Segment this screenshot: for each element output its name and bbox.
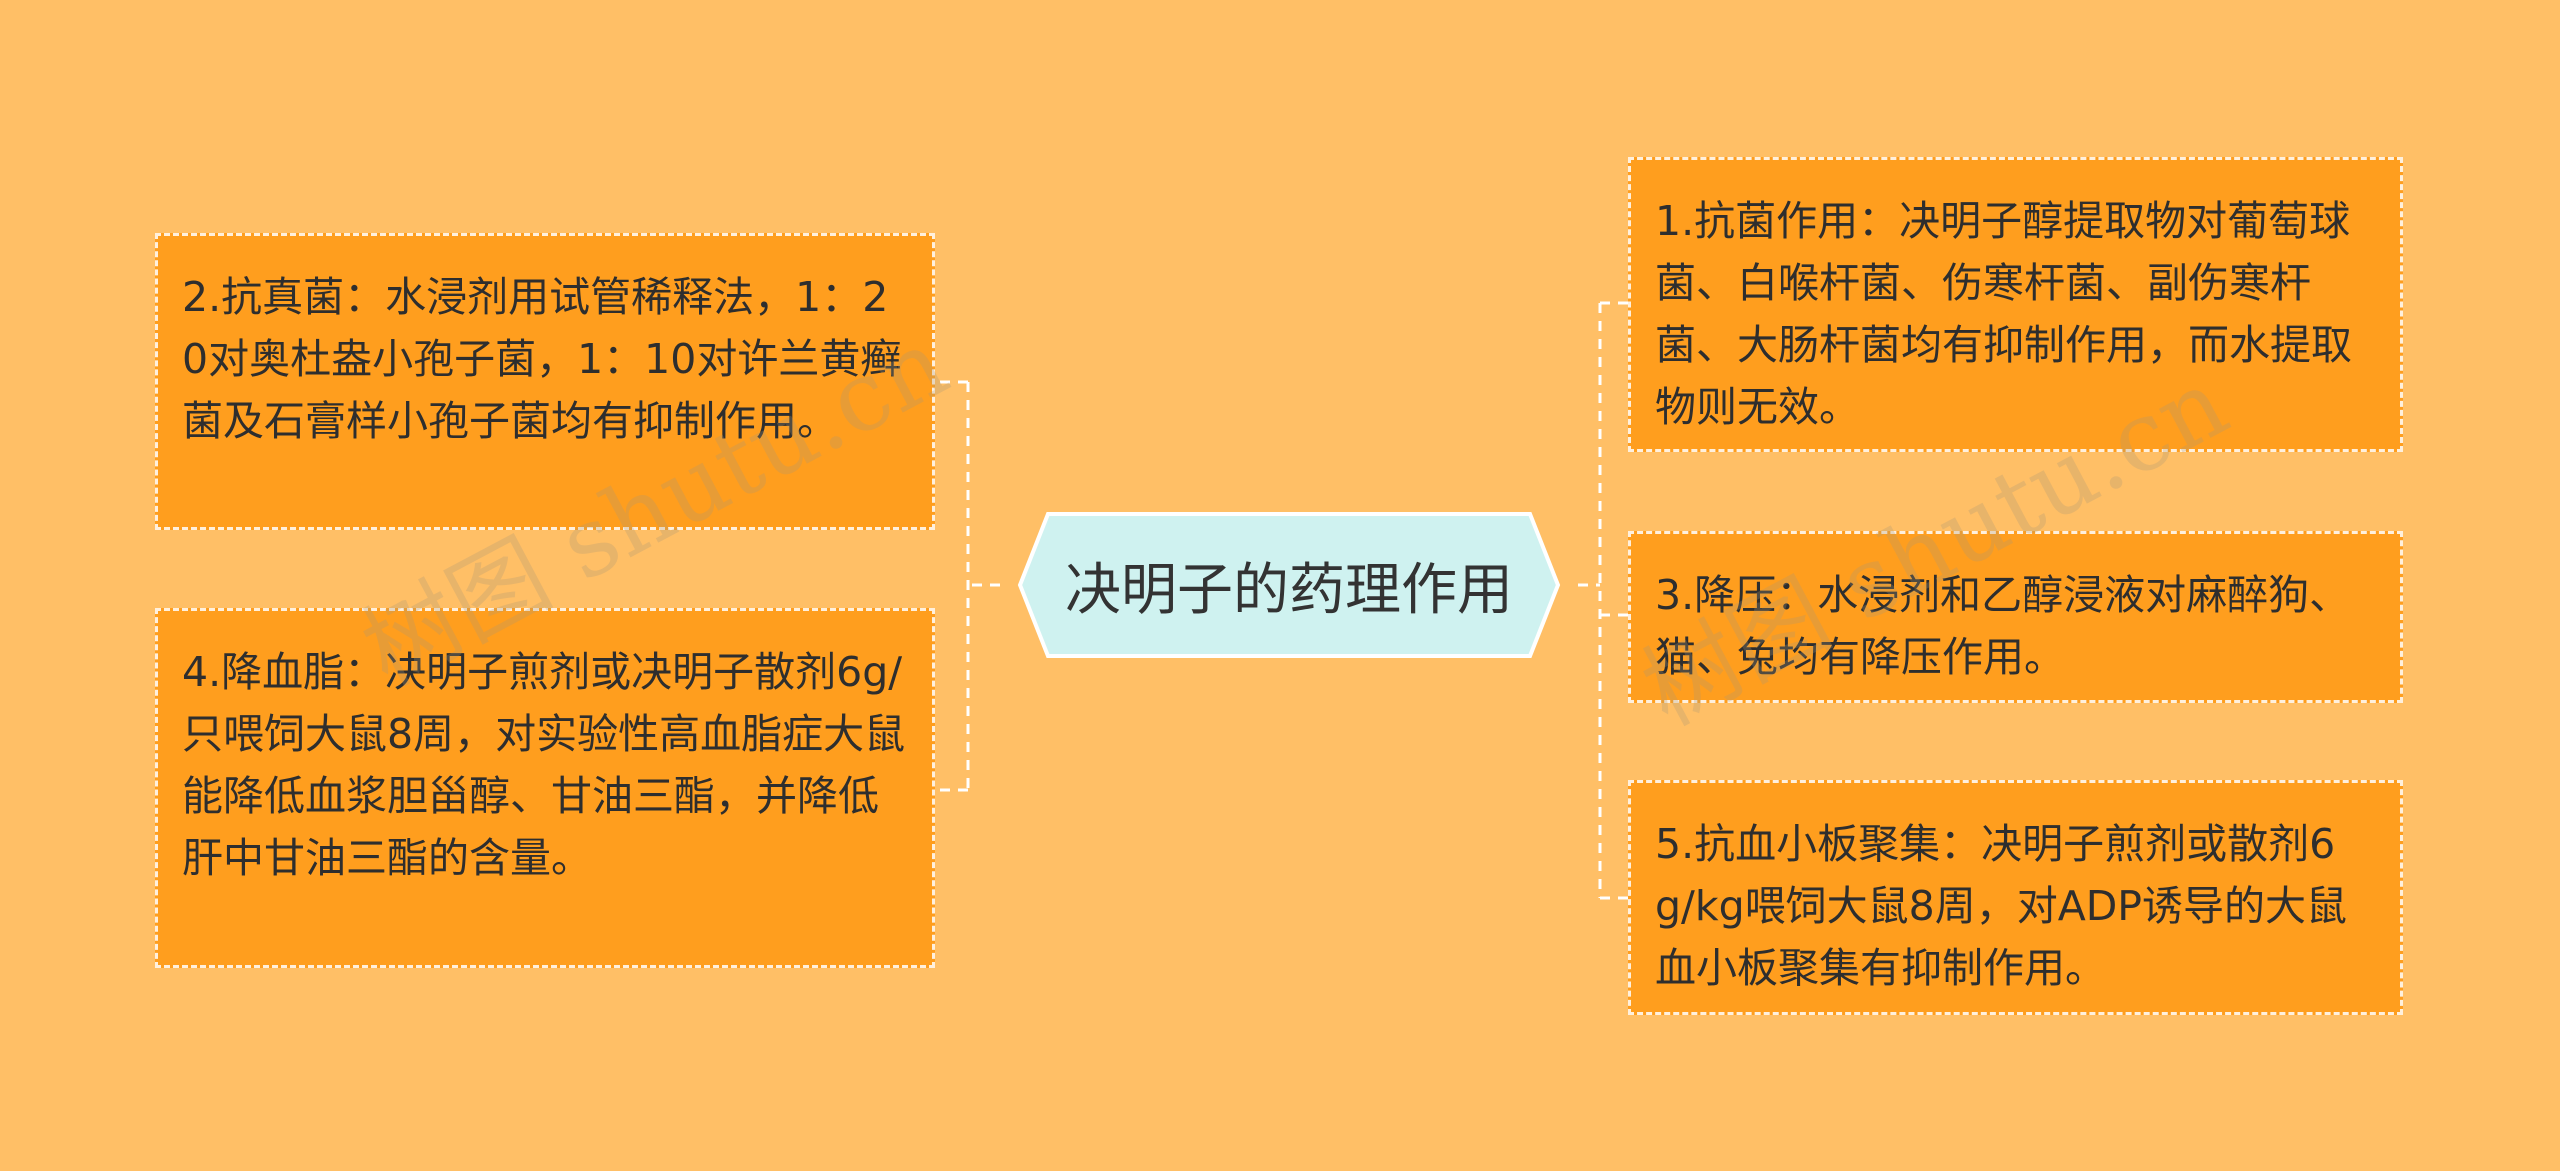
central-topic[interactable]: 决明子的药理作用 xyxy=(1000,510,1578,660)
central-topic-shape xyxy=(1017,512,1561,658)
node-blood-pressure[interactable]: 3.降压：水浸剂和乙醇浸液对麻醉狗、猫、兔均有降压作用。 xyxy=(1628,531,2403,703)
node-lower-lipids-text: 4.降血脂：决明子煎剂或决明子散剂6g/只喂饲大鼠8周，对实验性高血脂症大鼠能降… xyxy=(182,648,906,882)
node-antibacterial[interactable]: 1.抗菌作用：决明子醇提取物对葡萄球菌、白喉杆菌、伤寒杆菌、副伤寒杆菌、大肠杆菌… xyxy=(1628,157,2403,452)
node-lower-lipids[interactable]: 4.降血脂：决明子煎剂或决明子散剂6g/只喂饲大鼠8周，对实验性高血脂症大鼠能降… xyxy=(155,608,935,968)
node-antiplatelet-text: 5.抗血小板聚集：决明子煎剂或散剂6g/kg喂饲大鼠8周，对ADP诱导的大鼠血小… xyxy=(1655,820,2348,992)
node-antifungal-text: 2.抗真菌：水浸剂用试管稀释法，1：20对奥杜盎小孢子菌，1：10对许兰黄癣菌及… xyxy=(182,273,902,445)
node-antibacterial-text: 1.抗菌作用：决明子醇提取物对葡萄球菌、白喉杆菌、伤寒杆菌、副伤寒杆菌、大肠杆菌… xyxy=(1655,197,2352,431)
node-antifungal[interactable]: 2.抗真菌：水浸剂用试管稀释法，1：20对奥杜盎小孢子菌，1：10对许兰黄癣菌及… xyxy=(155,233,935,530)
node-antiplatelet[interactable]: 5.抗血小板聚集：决明子煎剂或散剂6g/kg喂饲大鼠8周，对ADP诱导的大鼠血小… xyxy=(1628,780,2403,1015)
central-topic-title: 决明子的药理作用 xyxy=(1065,557,1513,623)
node-blood-pressure-text: 3.降压：水浸剂和乙醇浸液对麻醉狗、猫、兔均有降压作用。 xyxy=(1655,571,2351,681)
